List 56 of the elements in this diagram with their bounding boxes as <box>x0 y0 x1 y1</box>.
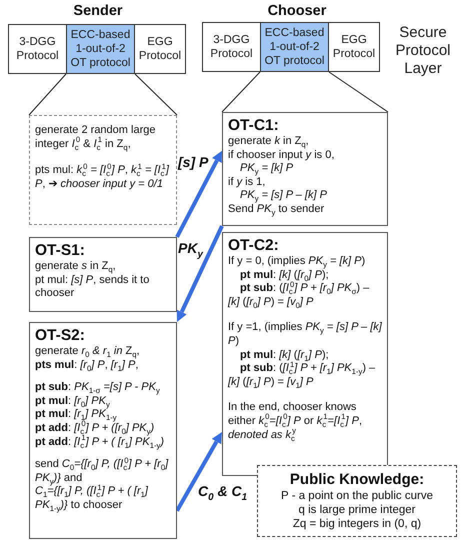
step-text: generate r$_{0}$ & r$_{1}$ in Z$_{q}$, <box>35 345 141 359</box>
note-panel <box>257 465 457 537</box>
expansion-line <box>222 72 260 112</box>
expansion-line <box>28 74 66 116</box>
layer-label: Secure Protocol Layer <box>394 24 452 78</box>
step-text: If y =1, (implies PK$_{y}$ = [s] P – [k] P) <box>228 321 382 349</box>
arrow <box>175 150 222 238</box>
expansion-line <box>134 74 178 116</box>
step-text: pt sub: ([I$_{c}$$^{1}$] P + [r$_{1}$] PK$_{1-y}$) – [k] ([r$_{1}$] P) = [v$_{1}$] P <box>228 362 376 390</box>
step-text: pt mul: [s] P, sends it to chooser <box>35 274 150 301</box>
panel-heading: Public Knowledge: <box>288 470 426 489</box>
column-heading: Sender <box>72 3 124 20</box>
step-text: PK$_{y}$ = [k] P <box>239 162 294 176</box>
step-text: generate s in Z$_{q}$, <box>35 260 117 274</box>
note-text: q is large prime integer <box>298 503 416 517</box>
step-text: pt sub: PK$_{1-σ}$ =[s] P - PK$_{y}$ <box>35 381 161 395</box>
protocol-box: ECC-based 1-out-of-2 OT protocol <box>66 24 135 74</box>
step-heading: OT-S1: <box>35 241 86 260</box>
step-text: pt sub: ([I$_{c}$$^{0}$] P + [r$_{0}$] PK$_{σ}$) – [k] ([r$_{0}$] P) = [v$_{0}$] P <box>228 282 370 310</box>
step-box <box>222 112 388 226</box>
step-text: if y is 1, <box>228 176 266 190</box>
protocol-box: EGG Protocol <box>328 22 380 72</box>
step-text: generate k in Z$_{q}$, <box>228 135 310 149</box>
step-text: pt mul: [k] ([r$_{1}$] P); <box>239 348 330 362</box>
step-box <box>29 237 177 312</box>
protocol-box: EGG Protocol <box>134 24 186 74</box>
step-box <box>29 322 177 539</box>
note-text: P - a point on the public curve <box>280 489 434 503</box>
expansion-line <box>328 72 388 112</box>
step-text: pts mul: k$_{c}$$^{0}$ = [I$_{c}$$^{0}$] P, k$_{c}$$^{1}$ = [I$_{c}$$^{1}$] P, ➔ chooser input y = 0/1 <box>35 164 170 192</box>
step-heading: OT-C1: <box>228 116 280 135</box>
protocol-box: 3-DGG Protocol <box>8 24 67 74</box>
step-heading: OT-S2: <box>35 326 86 345</box>
edge-label: C$_{0}$ & C$_{1}$ <box>197 483 248 499</box>
step-text: pt add: [I$_{c}$$^{1}$] P + ( [r$_{1}$] PK$_{1-y}$) <box>35 436 166 450</box>
step-text: Send PK$_{y}$ to sender <box>228 202 326 217</box>
column-heading: Chooser <box>266 3 328 20</box>
arrow <box>175 432 222 512</box>
step-text: C$_{1}$={[r$_{1}$] P, ([I$_{c}$$^{1}$] P + ( [r$_{1}$] PK$_{1-y}$)} to chooser <box>35 485 150 513</box>
step-text: pt mul: [r$_{0}$] PK$_{y}$ <box>35 394 111 408</box>
arrow <box>176 225 224 322</box>
step-text: PK$_{y}$ = [s] P – [k] P <box>239 189 328 203</box>
step-text: pt mul: [k] ([r$_{0}$] P); <box>239 268 330 282</box>
step-text: if chooser input y is 0, <box>228 148 336 162</box>
step-text: pt add: [I$_{c}$$^{0}$] P + ([r$_{0}$] PK$_{y}$) <box>35 422 156 436</box>
edge-label: [s] P <box>177 154 210 170</box>
step-text: send C$_{0}$={[r$_{0}$] P, ([I$_{c}$$^{0}$] P + [r$_{0}$] PK$_{y}$)} and <box>35 458 170 486</box>
protocol-box: 3-DGG Protocol <box>202 22 261 72</box>
step-text: pts mul: [r$_{0}$] P, [r$_{1}$] P, <box>35 358 140 372</box>
step-text: pt mul: [r$_{1}$] PK$_{1-y}$ <box>35 408 118 422</box>
dashed-step-box <box>29 115 177 225</box>
step-text: If y = 0, (implies PK$_{y}$ = [k] P) <box>228 255 366 269</box>
step-text: generate 2 random large integer I$_{c}$$^{0}$ & I$_{c}$$^{1}$ in Z$_{q}$, <box>35 124 156 152</box>
step-heading: OT-C2: <box>228 236 280 255</box>
note-text: Zq = big integers in (0, q) <box>292 517 422 531</box>
protocol-box: ECC-based 1-out-of-2 OT protocol <box>260 22 329 72</box>
